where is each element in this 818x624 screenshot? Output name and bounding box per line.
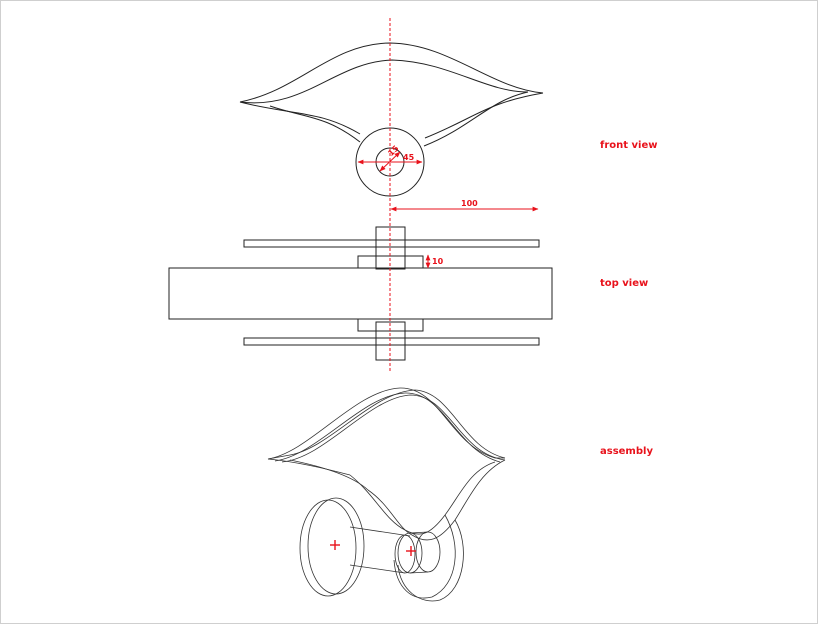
assembly-lobe-bottom-2 [411,519,456,541]
lobe-lower-outer [239,101,361,135]
main-beam [168,267,553,320]
assembly-drawing [267,387,506,602]
assembly-lobe-top-6 [289,459,369,491]
diameter-15-text: 15 [386,143,401,158]
assembly-right-disc [397,519,464,602]
lobe-right-outer [424,92,544,139]
assembly-centers [330,540,416,556]
assembly-axle-bottom [349,564,406,574]
assembly-axle-top [349,526,411,537]
lobe-upper-inner [239,59,529,104]
assembly-hub-front [397,532,423,574]
diameter-15-line [379,151,401,172]
assembly-lobe-top-4 [289,389,506,459]
lobe-right-inner [423,91,529,147]
lower-plate [243,337,540,346]
top-view-drawing [168,226,553,361]
top-view-label: top view [600,278,649,289]
assembly-hub-top [409,531,429,534]
upper-plate [243,239,540,248]
front-view-drawing [239,42,544,197]
assembly-lobe-side-right [444,461,496,516]
offset-10-text: 10 [432,257,444,266]
assembly-lobe-top-3 [281,394,506,463]
assembly-hub-back [415,531,441,573]
assembly-lobe-top-2 [274,392,501,463]
top-view-dimensions [390,206,539,269]
assembly-label: assembly [600,446,653,457]
assembly-right-disc-2 [393,514,456,599]
assembly-lobe-side-left [349,474,406,531]
upper-spacer [357,255,424,269]
assembly-lobe-side-left-2 [367,489,413,536]
front-view-label: front view [600,140,658,151]
assembly-lobe-top-5 [267,458,351,476]
diameter-45-text: 45 [403,153,415,162]
front-view-dimensions [357,151,423,172]
assembly-lobe-bottom [404,514,446,535]
lobe-upper-outer [239,42,544,103]
assembly-left-disc-back [307,497,365,595]
lobe-lower-inner [269,105,361,143]
assembly-lobe-top-1 [267,387,496,460]
length-100-text: 100 [461,199,478,208]
assembly-lobe-side-right-2 [454,459,506,521]
assembly-edge-1 [267,454,291,460]
assembly-hub-bottom [409,571,429,574]
